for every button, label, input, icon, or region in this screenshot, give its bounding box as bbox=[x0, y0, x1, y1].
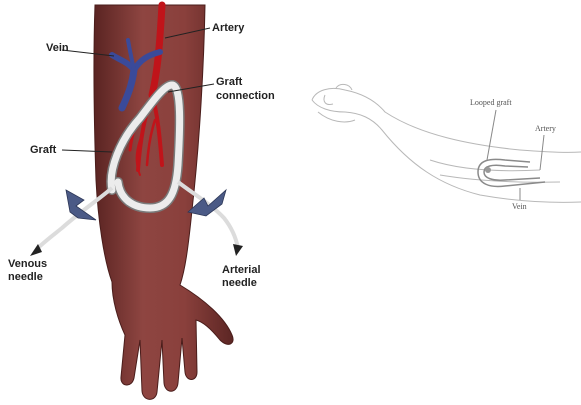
graft-connection-label-line1: Graft bbox=[216, 76, 242, 88]
vein-label-small: Vein bbox=[512, 202, 527, 211]
arterial-needle-label-line2: needle bbox=[222, 277, 257, 289]
arterial-needle-label-line1: Arterial bbox=[222, 264, 261, 276]
artery-label: Artery bbox=[212, 22, 244, 34]
arm-outline-illustration bbox=[312, 84, 581, 202]
looped-graft-label: Looped graft bbox=[470, 98, 512, 107]
graft-connection-label-line2: connection bbox=[216, 90, 275, 102]
artery-label-small: Artery bbox=[535, 124, 556, 133]
forearm-illustration bbox=[30, 5, 243, 399]
vein-label: Vein bbox=[46, 42, 69, 54]
graft-label: Graft bbox=[30, 144, 56, 156]
venous-needle-label-line2: needle bbox=[8, 271, 43, 283]
venous-needle-label-line1: Venous bbox=[8, 258, 47, 270]
